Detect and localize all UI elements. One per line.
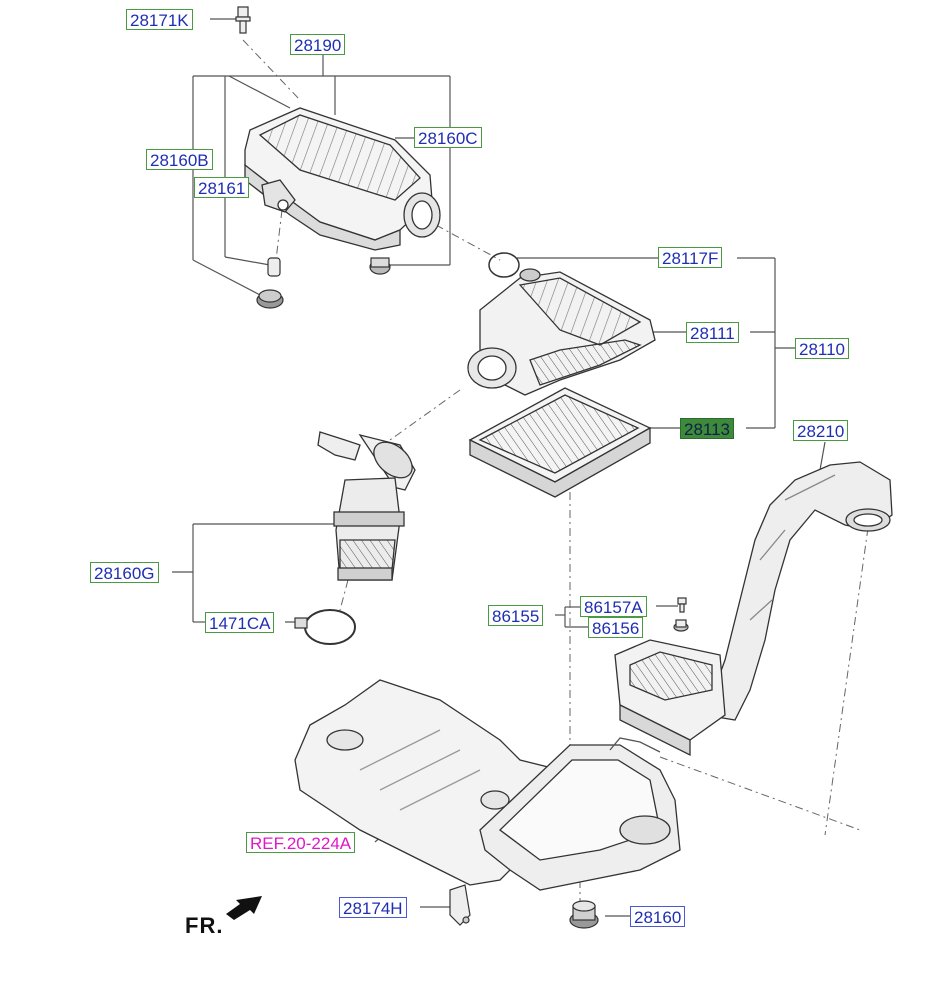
label-28171K[interactable]: 28171K [126,9,193,30]
label-1471CA[interactable]: 1471CA [205,612,275,633]
cover-28190-drawing [244,107,441,251]
washer-86156-drawing [673,619,689,632]
bolt-86157A-drawing [677,597,687,613]
front-arrow-icon [226,896,262,920]
filter-28113-drawing [468,387,652,498]
label-28210[interactable]: 28210 [793,420,849,441]
label-28160C[interactable]: 28160C [414,127,482,148]
grommet-28160C-drawing [369,257,391,275]
bolt-28171K-drawing [235,6,251,34]
label-28161[interactable]: 28161 [194,177,250,198]
bracket-28174H-drawing [449,884,471,926]
lower-case-drawing [294,679,681,891]
label-28117F[interactable]: 28117F [658,247,723,268]
oring-28117F-drawing [488,252,520,278]
label-28110[interactable]: 28110 [795,338,850,359]
front-direction-label: FR. [185,913,224,938]
grommet-28160-drawing [569,900,599,929]
label-reference[interactable]: REF.20-224A [246,832,356,853]
duct-28210-drawing [704,461,893,721]
label-28160B[interactable]: 28160B [146,149,213,170]
clamp-1471CA-drawing [294,609,356,645]
label-86155[interactable]: 86155 [488,605,544,626]
hose-28160G-drawing [317,431,416,581]
label-86157A[interactable]: 86157A [580,596,647,617]
label-28160G[interactable]: 28160G [90,562,159,583]
label-28113[interactable]: 28113 [680,418,735,439]
grommet-28160B-drawing [256,289,284,309]
label-28160[interactable]: 28160 [630,906,686,927]
pin-28161-drawing [267,257,281,277]
label-28174H[interactable]: 28174H [339,897,407,918]
resonator-86155-drawing [614,639,726,757]
label-86156[interactable]: 86156 [588,617,644,638]
label-28111[interactable]: 28111 [686,322,739,343]
assembly-lines [242,39,869,905]
upper-body-28111-drawing [467,268,656,396]
label-28190[interactable]: 28190 [290,34,346,55]
